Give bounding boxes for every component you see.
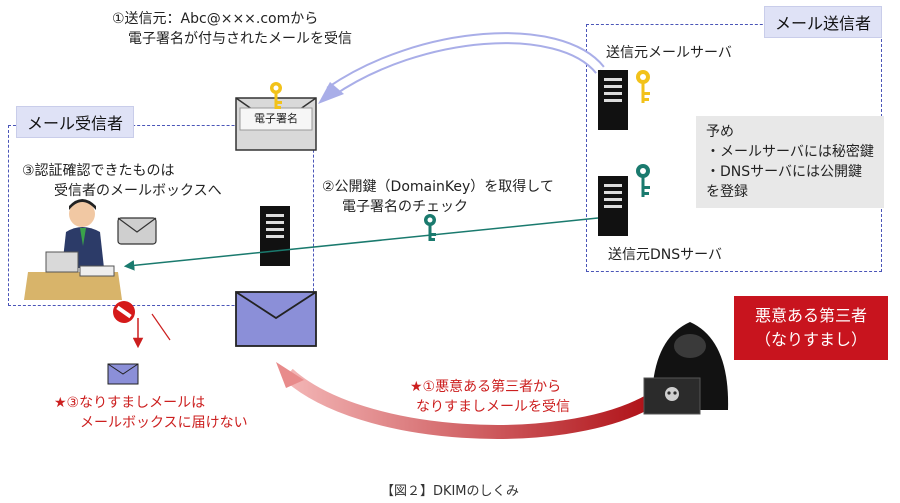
signature-label: 電子署名 [254,112,298,125]
spoof1-text-line1: ★①悪意ある第三者から [410,379,562,395]
note-line-4: を登録 [706,184,748,200]
dns-public-key-icon [636,164,650,197]
step2-text-line2: 電子署名のチェック [342,199,468,215]
rejected-arrow [132,313,171,349]
step2-arrow [123,217,599,271]
spoof1-text-line2: なりすましメールを受信 [416,399,570,415]
sender-title: メール送信者 [764,6,883,38]
hacker-icon [643,322,729,415]
dns-server-icon [598,176,628,236]
no-entry-icon [113,301,135,323]
receiver-server-icon [260,206,290,266]
user-at-desk-icon [24,199,122,300]
dns-server-label: 送信元DNSサーバ [608,247,722,263]
spoofed-envelope-icon [235,291,317,347]
step2-text-line1: ②公開鍵（DomainKey）を取得して [322,179,554,195]
step1-text-line1: ①送信元：Abc@×××.comから [112,11,319,27]
step1-arrow [318,32,605,104]
sender-key-note: 予め ・メールサーバには秘密鍵 ・DNSサーバには公開鍵 を登録 [696,116,884,208]
rejected-mailbox-icon [107,363,139,385]
spoof3-text-line1: ★③なりすましメールは [54,395,206,411]
mail-server-label: 送信元メールサーバ [606,45,732,61]
step3-text-line2: 受信者のメールボックスへ [54,183,222,199]
spoof-arrow [276,362,652,439]
spoof3-text-line2: メールボックスに届けない [80,415,248,431]
mail-server-icon [598,70,628,130]
mailbox-envelope-icon [117,217,157,245]
receiver-region [8,125,314,306]
private-key-icon [270,82,282,109]
malicious-actor-label: 悪意ある第三者 （なりすまし） [734,296,888,360]
diagram-graphics [24,32,729,439]
figure-caption: 【図２】DKIMのしくみ [380,484,520,499]
step1-text-line2: 電子署名が付与されたメールを受信 [128,31,352,47]
step3-text-line1: ③認証確認できたものは [22,163,175,179]
note-line-2: ・メールサーバには秘密鍵 [706,144,874,160]
note-line-3: ・DNSサーバには公開鍵 [706,164,862,180]
sender-private-key-icon [636,70,650,103]
receiver-title: メール受信者 [16,106,135,138]
note-line-1: 予め [706,124,734,140]
public-key-icon [424,214,436,241]
